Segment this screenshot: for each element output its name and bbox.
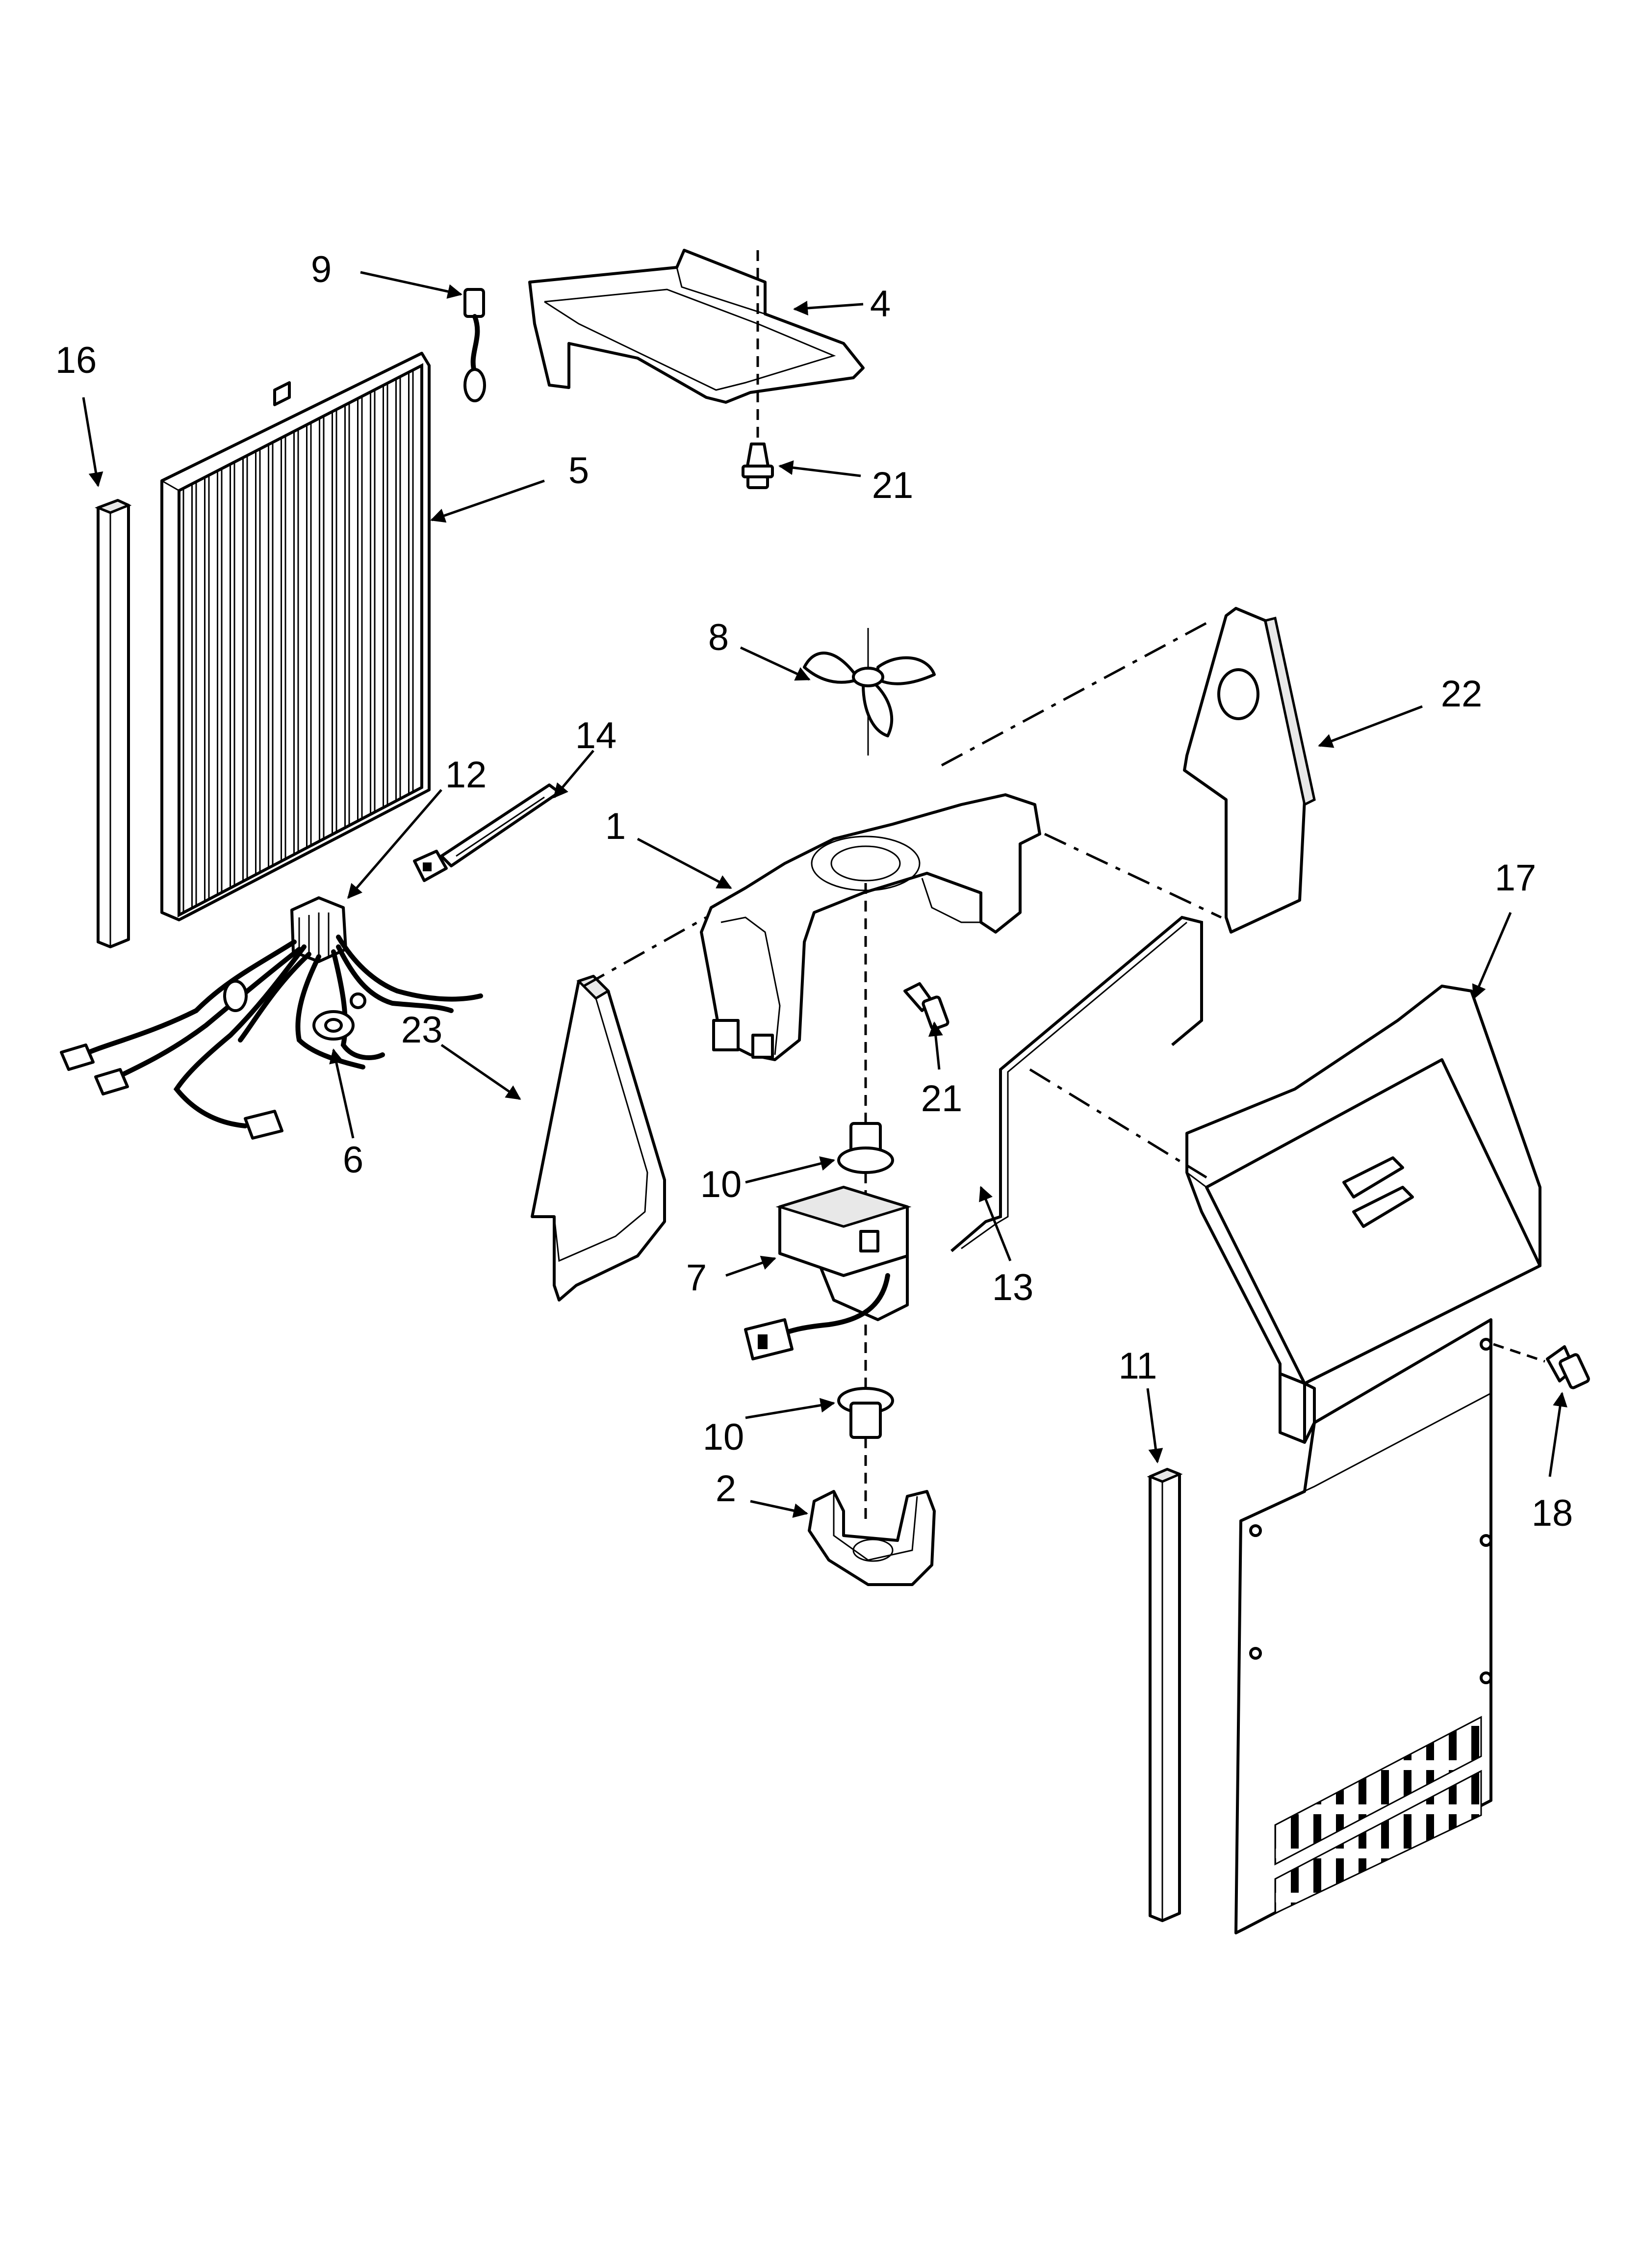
callout-9: 9 [311, 249, 332, 290]
part-10-grommet-bottom [837, 1387, 894, 1526]
part-11-strip [1147, 1468, 1183, 1922]
leader-arrows [82, 271, 1567, 1518]
part-17-rear-cover [1185, 985, 1541, 1934]
callout-16: 16 [55, 339, 97, 381]
callout-21a: 21 [872, 465, 914, 506]
part-21-screw-middle [903, 982, 949, 1031]
part-13-wire-bracket [950, 915, 1203, 1252]
part-1-fan-shroud [700, 793, 1041, 1123]
part-4-duct-tray [528, 249, 865, 444]
part-5-evaporator-panel [160, 352, 431, 921]
callout-14: 14 [575, 715, 617, 756]
part-18-screw [1493, 1343, 1590, 1389]
callout-6: 6 [343, 1139, 363, 1181]
part-21-screw-top [742, 443, 774, 489]
part-12-wiring-harness [60, 896, 483, 1140]
callout-17: 17 [1495, 857, 1537, 899]
callout-1: 1 [605, 806, 626, 847]
callout-10a: 10 [700, 1164, 742, 1205]
callout-5: 5 [568, 450, 589, 492]
part-22-baffle [1183, 607, 1316, 934]
callout-8: 8 [708, 617, 729, 658]
part-8-fan-blade [803, 628, 936, 756]
part-10-grommet-top [837, 1122, 894, 1197]
callout-2: 2 [716, 1468, 736, 1510]
callout-23: 23 [401, 1009, 443, 1051]
callout-13: 13 [992, 1267, 1034, 1308]
callout-10b: 10 [703, 1416, 744, 1458]
callout-22: 22 [1441, 673, 1483, 715]
callout-21b: 21 [921, 1078, 963, 1120]
part-23-baffle [531, 975, 666, 1302]
alignment-lines [583, 622, 1222, 1179]
callout-12: 12 [445, 754, 487, 796]
part-16-strip [95, 499, 132, 948]
callout-4: 4 [870, 283, 891, 325]
callout-7: 7 [686, 1257, 707, 1299]
part-9-sensor [463, 288, 486, 402]
callout-18: 18 [1532, 1492, 1573, 1534]
callout-11: 11 [1119, 1345, 1157, 1387]
part-2-motor-bracket [808, 1490, 936, 1586]
part-14-cable-tie [413, 783, 561, 882]
part-7-fan-motor [744, 1186, 912, 1398]
callout-labels: 9 4 16 5 21 8 22 14 12 1 17 23 21 6 10 1… [55, 249, 1573, 1534]
